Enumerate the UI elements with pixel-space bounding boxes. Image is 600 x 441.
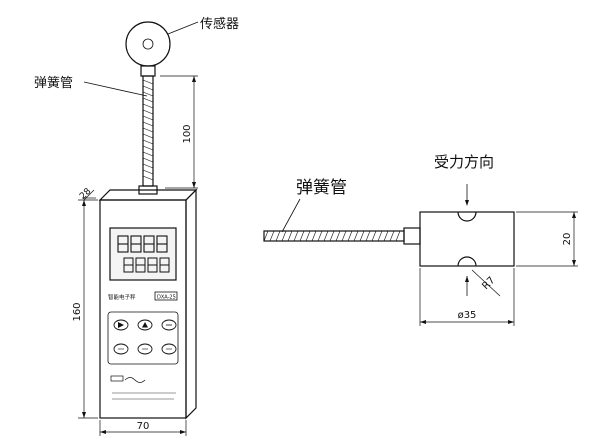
spring-tube-left-leader <box>83 81 148 97</box>
force-direction-label: 受力方向 <box>434 153 494 171</box>
spring-tube-hatch <box>142 79 154 181</box>
sensor-leader <box>167 21 199 35</box>
dim-35-label: ø35 <box>458 310 477 321</box>
dim-35: ø35 <box>419 268 515 326</box>
dim-160-label: 160 <box>72 302 83 321</box>
side-connector <box>403 227 421 245</box>
dim-28-label: 28 <box>78 186 93 201</box>
force-arrow-top-head <box>465 200 469 206</box>
spring-tube-right-label: 弹簧管 <box>296 178 347 198</box>
sensor-disc <box>125 21 171 67</box>
spring-tube-left-label: 弹簧管 <box>34 75 73 91</box>
spring-tube-horizontal <box>263 230 405 242</box>
up-icon <box>142 322 148 328</box>
display-digits-top <box>117 235 168 253</box>
dim-70: 70 <box>99 420 187 436</box>
spring-tube-right-leader <box>281 198 301 233</box>
dim-70-label: 70 <box>137 421 150 432</box>
dim-r7-label: R7 <box>480 275 497 292</box>
dim-160: 160 <box>72 199 98 419</box>
force-arrow-bottom-head <box>465 276 469 282</box>
play-icon <box>118 322 124 328</box>
spring-tube-horizontal-hatch <box>263 230 401 242</box>
meter-model-label: 智能电子秤 <box>108 293 136 301</box>
display-digits-bottom <box>123 257 170 273</box>
meter-side <box>185 188 197 420</box>
meter-small-label-box <box>154 291 178 301</box>
sensor-label: 传感器 <box>200 16 239 32</box>
sensor-hole <box>142 38 154 50</box>
display-panel <box>109 227 177 281</box>
right-assembly <box>263 184 515 296</box>
top-notch <box>457 211 477 222</box>
left-assembly: 智能电子秤 DXA-25 <box>98 21 198 420</box>
meter-top <box>98 189 198 201</box>
bottom-notch <box>457 256 477 267</box>
side-sensor-body <box>419 211 515 267</box>
dim-r7: R7 <box>471 269 501 297</box>
dim-100-label: 100 <box>182 124 193 143</box>
dim-20: 20 <box>516 211 578 267</box>
dim-28: 28 <box>78 186 96 202</box>
keypad-area <box>107 311 179 365</box>
dim-100: 100 <box>160 75 198 189</box>
brand-logo-icon <box>110 375 146 383</box>
dim-20-label: 20 <box>562 233 573 246</box>
manufacturer-text-marks <box>112 392 176 400</box>
meter-small-label: DXA-25 <box>157 295 176 301</box>
sensor-neck <box>140 65 156 77</box>
